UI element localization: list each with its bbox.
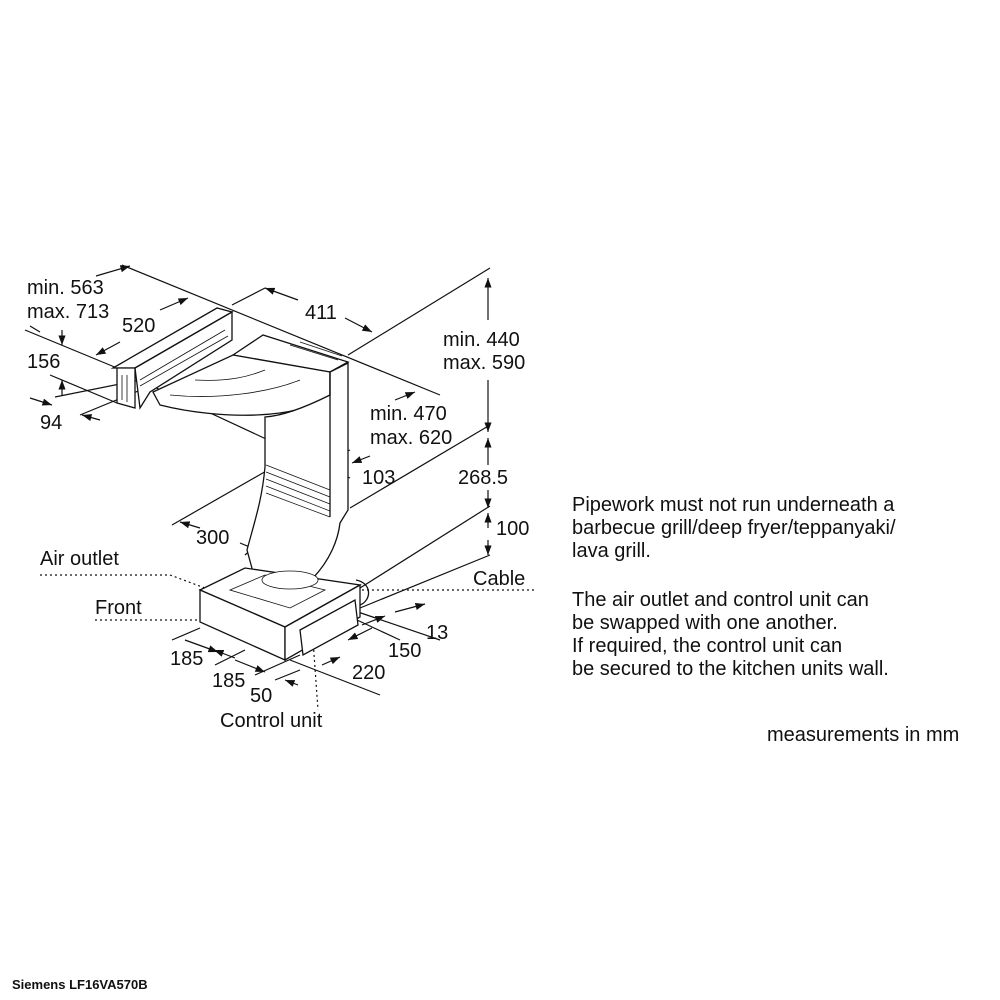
- warning-line: lava grill.: [572, 540, 651, 562]
- inlet-end-face: [116, 367, 136, 409]
- label-control-unit: Control unit: [220, 710, 323, 732]
- product-footer: Siemens LF16VA570B: [12, 977, 148, 992]
- dim-min-563: min. 563: [27, 277, 104, 299]
- duct-collar: [228, 574, 327, 609]
- warning-line: barbecue grill/deep fryer/teppanyaki/: [572, 517, 896, 539]
- dim-300: 300: [196, 527, 229, 549]
- dim-max-620: max. 620: [370, 427, 452, 449]
- label-front: Front: [95, 597, 142, 619]
- dim-max-590: max. 590: [443, 352, 525, 374]
- control-unit-box: [299, 598, 359, 657]
- dim-150: 150: [388, 640, 421, 662]
- dim-max-713: max. 713: [27, 301, 109, 323]
- dim-min-440: min. 440: [443, 329, 520, 351]
- units-note: measurements in mm: [767, 724, 960, 746]
- info-line: be swapped with one another.: [572, 612, 838, 634]
- info-note: The air outlet and control unit can be s…: [572, 589, 889, 681]
- warning-line: Pipework must not run underneath a: [572, 494, 895, 516]
- dim-50: 50: [250, 685, 272, 707]
- dim-156: 156: [27, 351, 60, 373]
- inlet-bar-side: [134, 310, 233, 410]
- dimension-labels: min. 563 max. 713 520 156 94 411 min. 44…: [27, 277, 529, 732]
- vertical-duct: [246, 361, 349, 579]
- dim-94: 94: [40, 412, 62, 434]
- label-air-outlet: Air outlet: [40, 548, 119, 570]
- dim-185-b: 185: [212, 670, 245, 692]
- dim-min-470: min. 470: [370, 403, 447, 425]
- info-line: be secured to the kitchen units wall.: [572, 658, 889, 680]
- dim-220: 220: [352, 662, 385, 684]
- dim-411: 411: [305, 302, 337, 324]
- hood-duct-drawing: [110, 307, 370, 662]
- info-line: If required, the control unit can: [572, 635, 843, 657]
- dim-13: 13: [426, 622, 448, 644]
- dim-103: 103: [362, 467, 395, 489]
- dim-100: 100: [496, 518, 529, 540]
- dim-268-5: 268.5: [458, 467, 508, 489]
- info-line: The air outlet and control unit can: [572, 589, 869, 611]
- dim-520: 520: [122, 315, 155, 337]
- warning-note: Pipework must not run underneath a barbe…: [572, 494, 896, 563]
- label-cable: Cable: [473, 568, 525, 590]
- dim-185-a: 185: [170, 648, 203, 670]
